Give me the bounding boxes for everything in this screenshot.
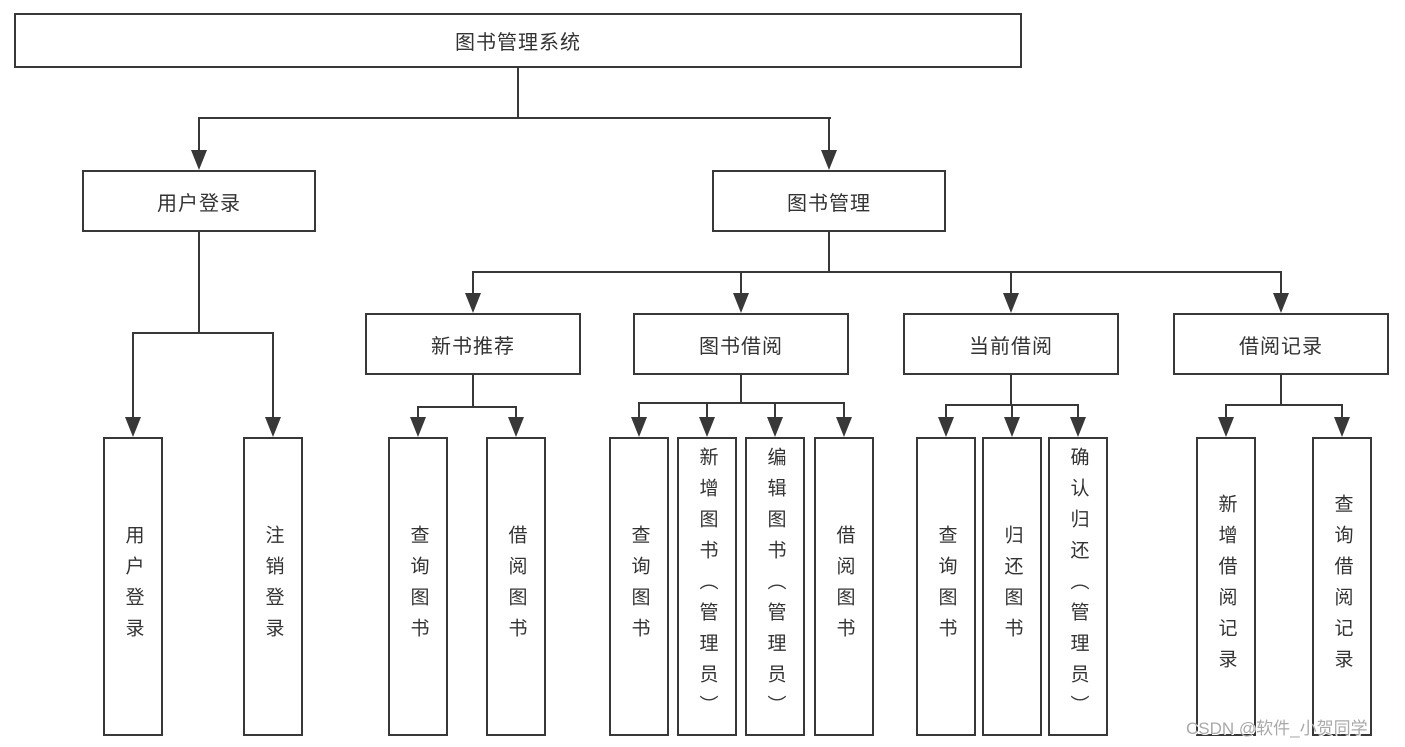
leaf-label: 归还图书	[1001, 524, 1023, 649]
connector-line	[1280, 375, 1282, 405]
connector-line	[945, 404, 947, 419]
section-box-current-borrow: 当前借阅	[903, 313, 1119, 375]
arrowhead-down-icon	[938, 417, 954, 437]
connector-line	[1225, 404, 1343, 406]
arrowhead-down-icon	[836, 417, 852, 437]
branch-box-book-management: 图书管理	[712, 170, 946, 232]
leaf-label: 用户登录	[122, 524, 144, 649]
leaf-label: 编辑图书（管理员）	[764, 447, 786, 726]
arrowhead-down-icon	[699, 417, 715, 437]
branch-label: 图书管理	[787, 192, 871, 215]
connector-line	[1011, 404, 1013, 419]
connector-line	[132, 332, 134, 418]
leaf-box-newbook-borrow: 借阅图书	[486, 437, 546, 736]
root-box-library-system: 图书管理系统	[14, 13, 1022, 68]
connector-line	[417, 406, 419, 419]
leaf-box-newbook-query: 查询图书	[388, 437, 448, 736]
connector-line	[843, 402, 845, 419]
leaf-label: 新增借阅记录	[1215, 493, 1237, 680]
leaf-label: 查询图书	[935, 524, 957, 649]
section-label: 图书借阅	[699, 335, 783, 358]
csdn-watermark: CSDN @软件_小贺同学	[1186, 719, 1368, 738]
connector-line	[706, 402, 708, 419]
connector-line	[472, 271, 474, 295]
arrowhead-down-icon	[410, 417, 426, 437]
arrowhead-down-icon	[508, 417, 524, 437]
connector-line	[1225, 404, 1227, 419]
connector-line	[828, 232, 830, 273]
arrowhead-down-icon	[821, 150, 837, 170]
connector-line	[1010, 375, 1012, 405]
leaf-box-borrow-edit-admin: 编辑图书（管理员）	[745, 437, 805, 736]
section-box-borrow-records: 借阅记录	[1173, 313, 1389, 375]
leaf-box-user-login: 用户登录	[103, 437, 163, 736]
arrowhead-down-icon	[733, 293, 749, 313]
connector-line	[132, 332, 274, 334]
leaf-label: 新增图书（管理员）	[696, 447, 718, 726]
section-box-new-book-recommend: 新书推荐	[365, 313, 581, 375]
leaf-box-borrow-borrow: 借阅图书	[814, 437, 874, 736]
section-label: 当前借阅	[969, 335, 1053, 358]
connector-line	[198, 232, 200, 333]
connector-line	[1280, 271, 1282, 295]
arrowhead-down-icon	[1218, 417, 1234, 437]
connector-line	[740, 375, 742, 403]
section-label: 借阅记录	[1239, 335, 1323, 358]
connector-line	[740, 271, 742, 295]
branch-box-user-login: 用户登录	[82, 170, 316, 232]
arrowhead-down-icon	[1273, 293, 1289, 313]
leaf-box-records-query: 查询借阅记录	[1312, 437, 1372, 736]
leaf-box-current-query: 查询图书	[916, 437, 976, 736]
leaf-box-logout: 注销登录	[243, 437, 303, 736]
connector-line	[515, 406, 517, 419]
connector-line	[472, 375, 474, 407]
leaf-label: 查询图书	[628, 524, 650, 649]
arrowhead-down-icon	[1004, 417, 1020, 437]
arrowhead-down-icon	[1070, 417, 1086, 437]
connector-line	[638, 402, 640, 419]
connector-line	[638, 402, 845, 404]
connector-line	[774, 402, 776, 419]
connector-line	[828, 117, 830, 154]
connector-line	[272, 332, 274, 418]
arrowhead-down-icon	[1334, 417, 1350, 437]
leaf-box-borrow-query: 查询图书	[609, 437, 669, 736]
connector-line	[472, 271, 1282, 273]
section-box-book-borrow: 图书借阅	[633, 313, 849, 375]
leaf-label: 借阅图书	[833, 524, 855, 649]
arrowhead-down-icon	[125, 417, 141, 437]
leaf-box-borrow-add-admin: 新增图书（管理员）	[677, 437, 737, 736]
connector-line	[1341, 404, 1343, 419]
connector-line	[198, 117, 831, 119]
branch-label: 用户登录	[157, 192, 241, 215]
arrowhead-down-icon	[631, 417, 647, 437]
leaf-label: 查询图书	[407, 524, 429, 649]
leaf-label: 注销登录	[262, 524, 284, 649]
leaf-box-current-return: 归还图书	[982, 437, 1042, 736]
connector-line	[1010, 271, 1012, 295]
connector-line	[517, 68, 519, 117]
leaf-box-current-confirm-admin: 确认归还（管理员）	[1048, 437, 1108, 736]
leaf-label: 查询借阅记录	[1331, 493, 1353, 680]
connector-line	[1077, 404, 1079, 419]
connector-line	[417, 406, 517, 408]
leaf-label: 确认归还（管理员）	[1067, 447, 1089, 726]
section-label: 新书推荐	[431, 335, 515, 358]
arrowhead-down-icon	[767, 417, 783, 437]
leaf-box-records-add: 新增借阅记录	[1196, 437, 1256, 736]
leaf-label: 借阅图书	[505, 524, 527, 649]
arrowhead-down-icon	[465, 293, 481, 313]
arrowhead-down-icon	[265, 417, 281, 437]
arrowhead-down-icon	[1003, 293, 1019, 313]
arrowhead-down-icon	[191, 150, 207, 170]
root-label: 图书管理系统	[455, 32, 581, 54]
connector-line	[198, 117, 200, 154]
